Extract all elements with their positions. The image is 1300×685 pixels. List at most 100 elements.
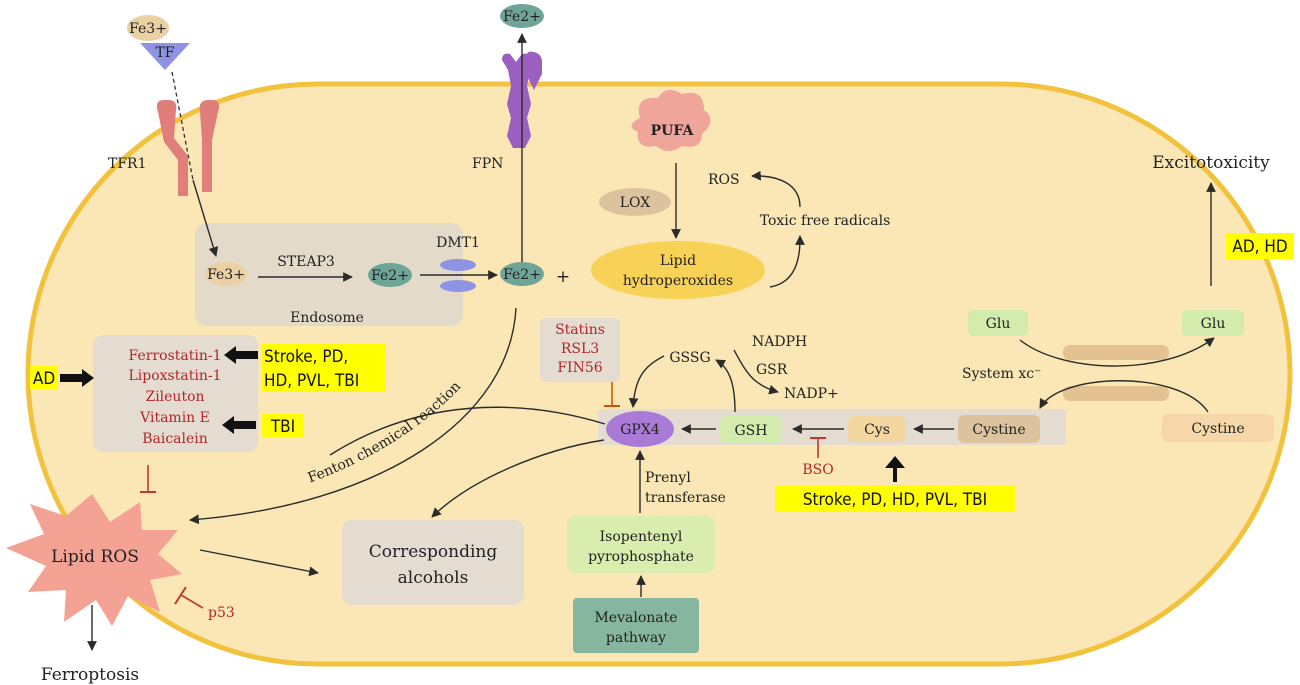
rsl3-label: RSL3 — [561, 341, 599, 357]
gpx4-label: GPX4 — [620, 422, 660, 438]
ad-left-highlight — [30, 366, 58, 390]
cys-node — [848, 416, 906, 442]
lipid-hydroperoxides-label-2: hydroperoxides — [623, 273, 733, 289]
ad-left-text: AD — [33, 369, 55, 389]
vitamin-e-label: Vitamin E — [139, 410, 210, 426]
gsh-node — [720, 416, 782, 443]
system-xc-label: System xc⁻ — [962, 366, 1041, 382]
mevalonate-label-1: Mevalonate — [594, 610, 677, 626]
pufa-cloud — [631, 89, 711, 151]
statins-box — [540, 318, 620, 382]
fe2-cytosol-label: Fe2+ — [503, 267, 541, 283]
tbi-arrow — [222, 416, 256, 434]
ad-hd-text: AD, HD — [1232, 237, 1287, 257]
nadp-label: NADP+ — [784, 386, 839, 402]
gpx4-enzyme — [606, 411, 674, 447]
dmt1-transporter-top — [440, 259, 476, 271]
cystine-extracellular — [1162, 414, 1274, 442]
tfr1-receptor — [156, 100, 188, 196]
lipid-hydroperoxides-label-1: Lipid — [660, 253, 696, 269]
prenyl-label-1: Prenyl — [645, 470, 691, 486]
plus-sign: + — [556, 267, 570, 287]
fin56-label: FIN56 — [557, 360, 602, 376]
glu-intracellular — [968, 310, 1028, 336]
fe2-ion-endosome — [368, 263, 412, 287]
p53-inhibition — [180, 594, 204, 609]
gpx4-pathway-bar — [598, 409, 1066, 445]
baicalein-label: Baicalein — [142, 431, 208, 447]
fe2-ion-outside — [500, 4, 544, 28]
ferroptosis-label: Ferroptosis — [41, 665, 139, 685]
fpn-label: FPN — [472, 156, 503, 172]
alcohols-box — [342, 520, 524, 605]
fe2-ion-cytosol — [500, 262, 544, 286]
gpx4-to-ros-line — [329, 406, 606, 456]
bottom-disease-highlight — [775, 485, 1015, 512]
system-xc-lower — [1063, 386, 1169, 401]
fe3-ion-outside — [127, 15, 169, 41]
lox-label: LOX — [620, 195, 651, 211]
ad-hd-highlight — [1226, 233, 1294, 259]
p53-label: p53 — [208, 605, 235, 621]
system-xc-upper — [1063, 345, 1169, 360]
fe2-outside-label: Fe2+ — [503, 9, 541, 25]
glu-extracellular — [1182, 310, 1244, 336]
prenyl-label-2: transferase — [645, 490, 726, 506]
gsh-label: GSH — [735, 423, 768, 439]
fe3-ion-endosome — [205, 262, 247, 286]
gssg-label: GSSG — [669, 350, 710, 366]
glu-out-label: Glu — [1201, 316, 1226, 332]
gsr-label: GSR — [756, 362, 788, 378]
alcohols-label-1: Corresponding — [369, 542, 498, 562]
fe2-endosome-label: Fe2+ — [371, 268, 409, 284]
tfr1-label: TFR1 — [108, 156, 147, 172]
bottom-disease-arrow — [885, 456, 905, 482]
lipid-ros-label: Lipid ROS — [51, 547, 139, 567]
ipp-box — [567, 516, 715, 573]
nadph-label: NADPH — [752, 334, 807, 350]
bso-label: BSO — [802, 462, 833, 478]
lipid-hydroperoxides — [591, 241, 765, 299]
pufa-label: PUFA — [651, 123, 695, 139]
ad-left-arrow — [60, 369, 94, 387]
ferrostatin-label: Ferrostatin-1 — [129, 348, 222, 364]
cystine-intracellular — [958, 415, 1040, 443]
cys-label: Cys — [864, 422, 890, 438]
stroke-highlight — [262, 344, 386, 392]
statins-label: Statins — [555, 322, 605, 338]
toxic-radicals-label: Toxic free radicals — [760, 213, 891, 229]
fpn-transporter — [502, 53, 531, 148]
fe3-outside-label: Fe3+ — [129, 21, 167, 37]
dmt1-transporter-bottom — [440, 280, 476, 292]
dmt1-label: DMT1 — [436, 235, 480, 251]
cystine-out-label: Cystine — [1191, 421, 1244, 437]
excitotoxicity-label: Excitotoxicity — [1152, 153, 1270, 173]
fe3-endosome-label: Fe3+ — [207, 267, 245, 283]
ros-label: ROS — [708, 172, 740, 188]
bottom-disease-text: Stroke, PD, HD, PVL, TBI — [803, 490, 987, 510]
ferrostatin-box — [93, 335, 258, 452]
tf-label: TF — [155, 45, 174, 61]
tbi-text: TBI — [270, 417, 295, 437]
lox-enzyme — [599, 188, 671, 216]
alcohols-label-2: alcohols — [398, 568, 469, 588]
tf-dashed-line — [171, 71, 194, 181]
lipoxstatin-label: Lipoxstatin-1 — [129, 368, 222, 384]
stroke-text-2: HD, PVL, TBI — [264, 371, 359, 391]
endosome-label: Endosome — [290, 310, 364, 326]
cystine-in-label: Cystine — [972, 422, 1025, 438]
stroke-text-1: Stroke, PD, — [264, 347, 348, 367]
tf-triangle — [140, 43, 190, 70]
tbi-highlight — [262, 414, 304, 438]
mevalonate-box — [573, 598, 699, 653]
glu-in-label: Glu — [986, 316, 1011, 332]
lipid-ros-burst — [6, 494, 182, 626]
ipp-label-1: Isopentenyl — [600, 529, 683, 545]
endosome-compartment — [195, 223, 463, 326]
steap3-label: STEAP3 — [277, 254, 335, 270]
ipp-label-2: pyrophosphate — [588, 549, 694, 565]
mevalonate-label-2: pathway — [606, 630, 666, 646]
zileuton-label: Zileuton — [145, 389, 204, 405]
stroke-arrow — [224, 346, 258, 364]
